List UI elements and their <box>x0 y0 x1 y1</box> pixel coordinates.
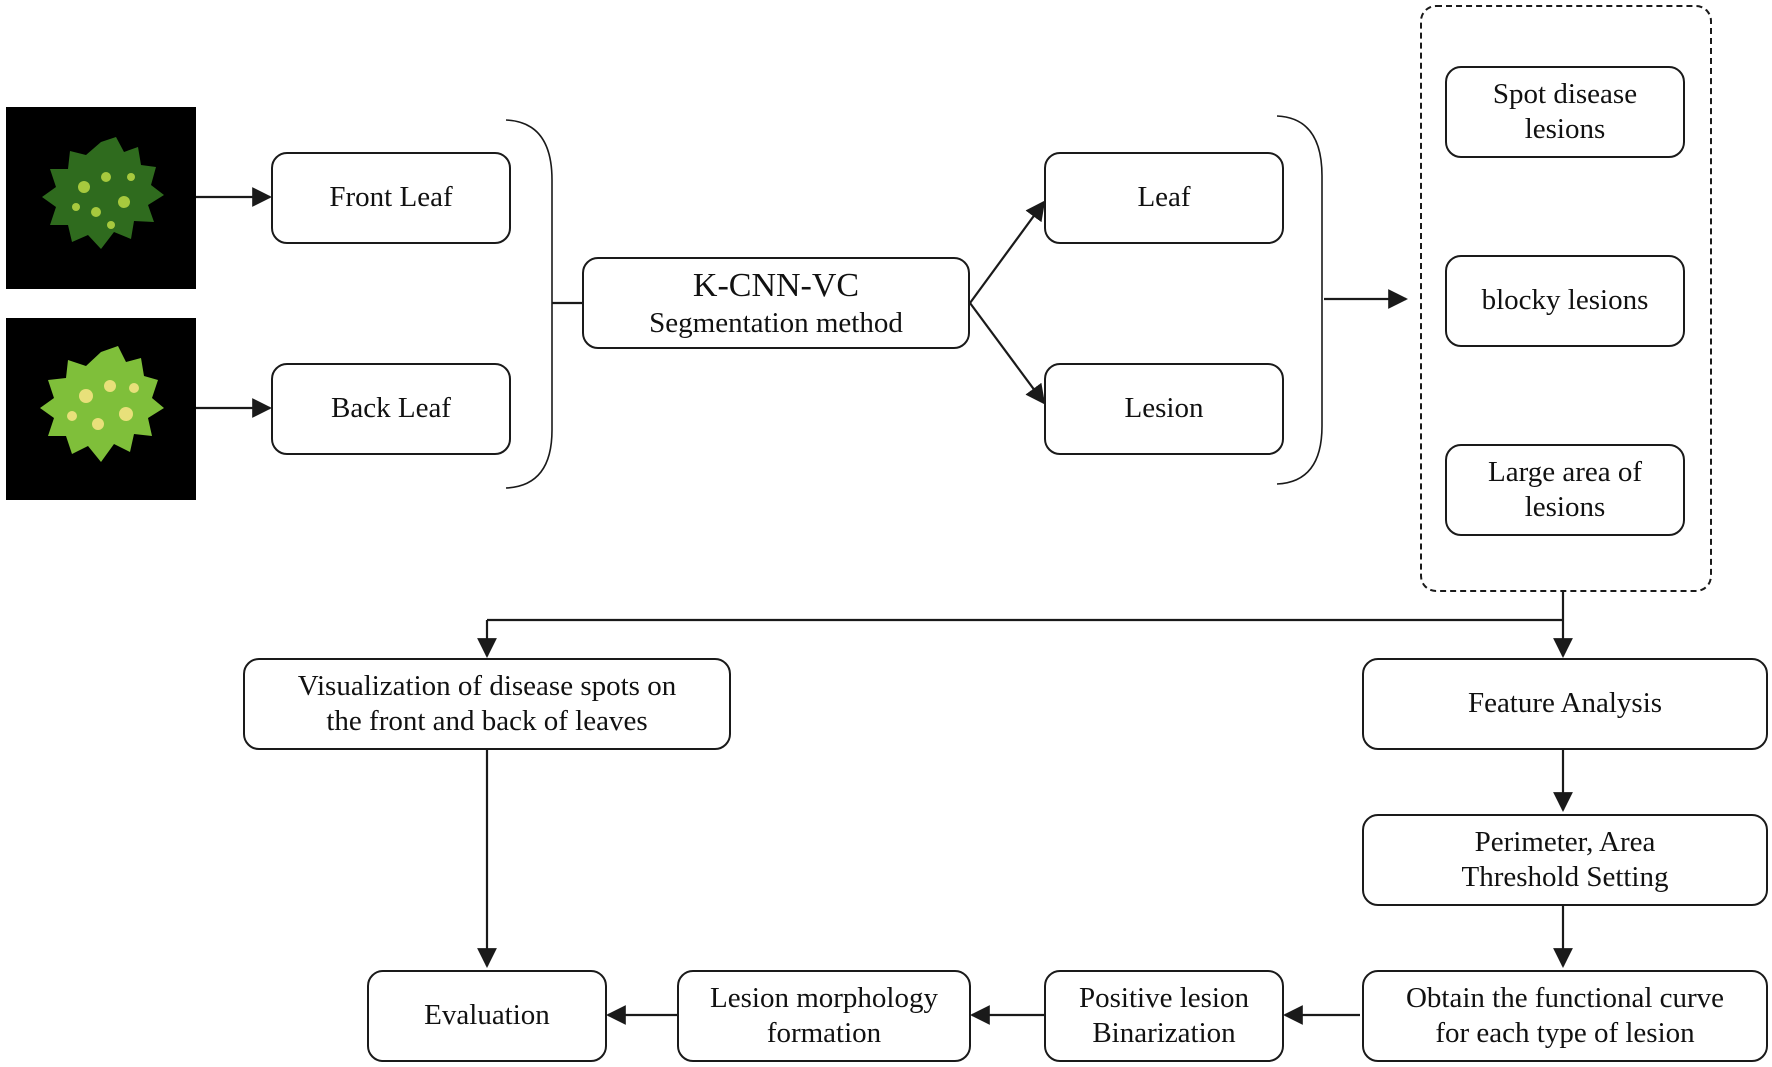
binarization-line1: Positive lesion <box>1079 981 1249 1014</box>
front-leaf-box: Front Leaf <box>271 152 511 244</box>
large-area-line2: lesions <box>1524 491 1606 523</box>
spot-lesions-line1: Spot disease <box>1492 77 1638 110</box>
left-bracket <box>505 119 553 489</box>
leaf-output-label: Leaf <box>1137 181 1191 214</box>
lesion-output-label: Lesion <box>1124 392 1204 425</box>
threshold-line2: Threshold Setting <box>1461 861 1669 893</box>
front-leaf-image <box>6 107 196 289</box>
right-bracket <box>1276 115 1323 485</box>
evaluation-box: Evaluation <box>367 970 607 1062</box>
morphology-box: Lesion morphology formation <box>677 970 971 1062</box>
binarization-box: Positive lesion Binarization <box>1044 970 1284 1062</box>
leaf-output-box: Leaf <box>1044 152 1284 244</box>
front-leaf-label: Front Leaf <box>329 181 453 214</box>
functional-curve-line2: for each type of lesion <box>1435 1017 1695 1049</box>
morphology-line2: formation <box>766 1017 882 1049</box>
visualization-line2: the front and back of leaves <box>326 705 648 737</box>
evaluation-label: Evaluation <box>424 999 550 1032</box>
morphology-line1: Lesion morphology <box>710 981 938 1014</box>
visualization-line1: Visualization of disease spots on <box>297 669 677 702</box>
binarization-line2: Binarization <box>1092 1017 1236 1049</box>
back-leaf-icon <box>40 346 164 462</box>
arrow-method-to-lesion <box>969 302 1046 405</box>
front-leaf-icon <box>42 137 164 249</box>
lesion-types-group <box>1420 5 1712 592</box>
blocky-lesions-box: blocky lesions <box>1445 255 1685 347</box>
feature-analysis-box: Feature Analysis <box>1362 658 1768 750</box>
segmentation-method-box: K-CNN-VC Segmentation method <box>582 257 970 349</box>
spot-disease-lesions-box: Spot disease lesions <box>1445 66 1685 158</box>
back-leaf-box: Back Leaf <box>271 363 511 455</box>
method-subtitle: Segmentation method <box>649 307 903 340</box>
feature-analysis-label: Feature Analysis <box>1467 687 1663 720</box>
method-title: K-CNN-VC <box>692 266 860 304</box>
threshold-line1: Perimeter, Area <box>1474 825 1656 858</box>
arrow-method-to-leaf <box>969 200 1046 304</box>
back-leaf-image <box>6 318 196 500</box>
functional-curve-line1: Obtain the functional curve <box>1405 981 1725 1014</box>
threshold-setting-box: Perimeter, Area Threshold Setting <box>1362 814 1768 906</box>
large-area-lesions-box: Large area of lesions <box>1445 444 1685 536</box>
functional-curve-box: Obtain the functional curve for each typ… <box>1362 970 1768 1062</box>
back-leaf-label: Back Leaf <box>331 392 451 425</box>
spot-lesions-line2: lesions <box>1524 113 1606 145</box>
visualization-box: Visualization of disease spots on the fr… <box>243 658 731 750</box>
lesion-output-box: Lesion <box>1044 363 1284 455</box>
blocky-lesions-label: blocky lesions <box>1481 284 1649 317</box>
large-area-line1: Large area of <box>1487 455 1643 488</box>
